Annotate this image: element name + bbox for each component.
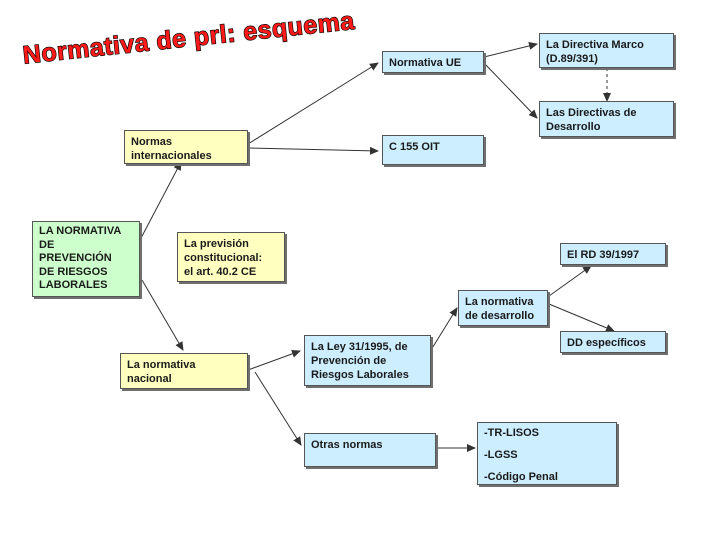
box-normativa-prl: LA NORMATIVA DE PREVENCIÓN DE RIESGOS LA… [32, 221, 140, 297]
box-ley-31-1995: La Ley 31/1995, de Prevención de Riesgos… [304, 335, 431, 386]
box-directiva-marco: La Directiva Marco (D.89/391) [539, 33, 674, 68]
arrow-internacionales-to-ue [247, 62, 379, 145]
arrow-root-to-internacionales [139, 161, 182, 241]
arrow-desarrollo-to-dd [548, 303, 615, 332]
arrow-nacional-to-otras [254, 371, 302, 446]
arrow-desarrollo-to-rd [548, 265, 592, 297]
box-dd-especificos: DD específicos [560, 331, 666, 353]
box-otras-normas-list: -TR-LISOS -LGSS -Código Penal [477, 422, 617, 485]
box-normativa-ue: Normativa UE [382, 51, 484, 73]
box-normas-internacionales: Normas internacionales [124, 130, 248, 164]
arrow-ue-to-directiva-marco [483, 42, 538, 58]
box-otras-normas: Otras normas [304, 433, 436, 467]
box-normativa-nacional: La normativa nacional [120, 353, 248, 389]
box-normativa-desarrollo: La normativa de desarrollo [458, 290, 548, 326]
arrow-nacional-to-ley [247, 349, 301, 371]
arrow-internacionales-to-oit [247, 146, 379, 155]
box-rd-39-1997: El RD 39/1997 [560, 243, 666, 265]
list-item: -Código Penal [484, 471, 558, 483]
list-item: -LGSS [484, 449, 518, 461]
arrow-ley-to-desarrollo [430, 307, 458, 351]
box-c155-oit: C 155 OIT [382, 135, 484, 165]
box-prevision-constitucional: La previsión constitucional: el art. 40.… [177, 232, 285, 282]
list-item: -TR-LISOS [484, 427, 539, 439]
arrow-root-to-nacional [141, 279, 184, 351]
box-directivas-desarrollo: Las Directivas de Desarrollo [539, 101, 674, 137]
arrow-ue-to-directivas-desarrollo [483, 62, 538, 119]
